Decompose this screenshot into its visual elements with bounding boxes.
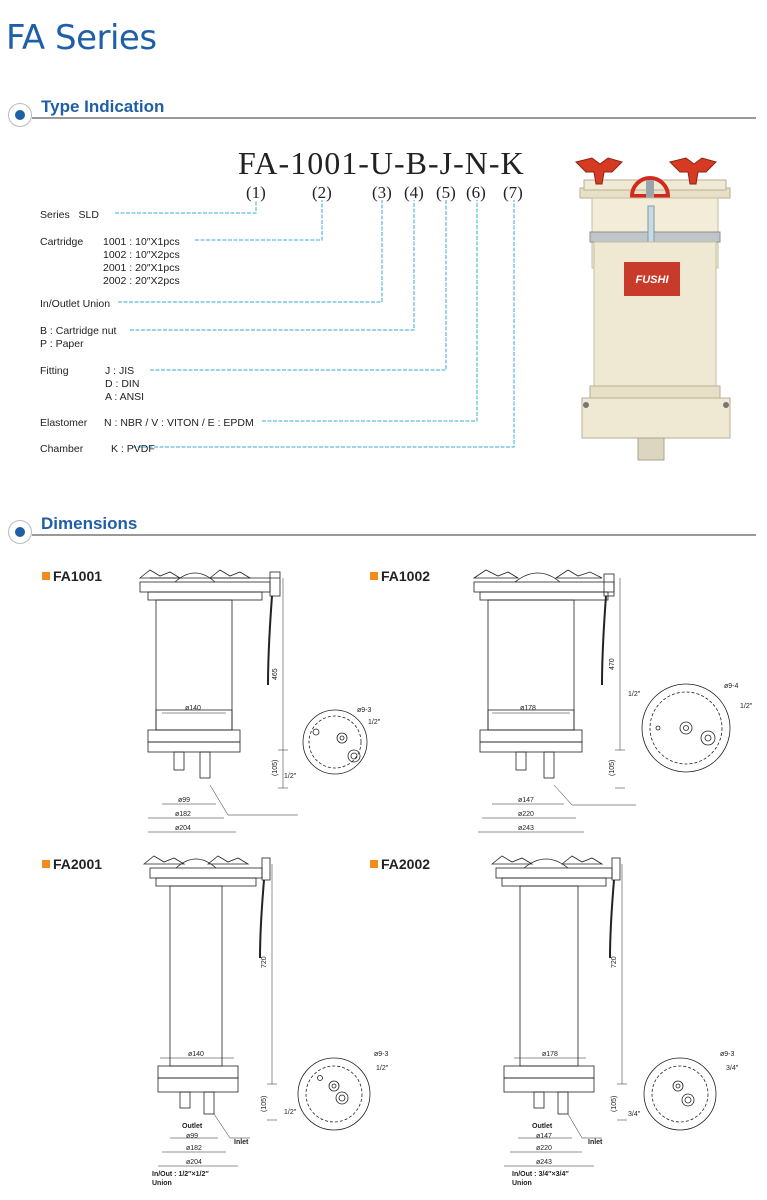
index-7: (7)	[503, 183, 523, 202]
fa1001-top-view: ø9-3 1/2″ 1/2″	[284, 707, 381, 780]
fa2001-top-view: ø9-3 1/2″ 1/2″	[284, 1051, 389, 1131]
dimensions-heading: Dimensions	[41, 514, 138, 533]
fitting-option: J : JIS	[105, 365, 135, 377]
cartridge-option: 2001 : 20″X1pcs	[103, 262, 180, 274]
dimension-label: 1/2″	[740, 703, 753, 710]
dimension-label: 1/2″	[284, 1109, 297, 1116]
cartridge-option: 2002 : 20″X2pcs	[103, 275, 180, 287]
dimension-label: ø220	[518, 811, 534, 818]
dimension-label: In/Out : 1/2″×1/2″	[152, 1171, 209, 1178]
dimension-label: (105)	[611, 1096, 618, 1112]
dimension-label: ø204	[186, 1159, 202, 1166]
orange-square-icon	[370, 572, 378, 580]
dimension-label: (105)	[272, 760, 279, 776]
fa1002-drawing: ø178 470 (105) ø147 ø220 ø243	[472, 569, 636, 833]
orange-square-icon	[42, 860, 50, 868]
cartridge-option: 1002 : 10″X2pcs	[103, 249, 180, 261]
series-label: Series SLD	[40, 209, 99, 221]
dimension-label: ø178	[520, 705, 536, 712]
dimension-label: Inlet	[588, 1139, 603, 1146]
fa1002-top-view: ø9-4 1/2″ 1/2″	[628, 683, 753, 773]
cartridge-label: Cartridge	[40, 236, 84, 248]
dimension-label: ø243	[536, 1159, 552, 1166]
dimensions-header: Dimensions	[8, 514, 756, 544]
index-1: (1)	[246, 183, 266, 202]
dimension-label: ø9-4	[724, 683, 739, 690]
dimension-label: (105)	[261, 1096, 268, 1112]
type-indication-heading: Type Indication	[41, 97, 165, 116]
dimension-label: (105)	[609, 760, 616, 776]
dimension-label: ø140	[188, 1051, 204, 1058]
union-label: In/Outlet Union	[40, 298, 111, 310]
dimension-label: ø9-3	[357, 707, 372, 714]
dimension-label: Outlet	[182, 1123, 203, 1130]
dimension-label: 1/2″	[284, 773, 297, 780]
dimension-label: ø182	[175, 811, 191, 818]
chamber-value: K : PVDF	[111, 443, 155, 455]
dimension-label: ø243	[518, 825, 534, 832]
model-code: FA-1001-U-B-J-N-K	[238, 145, 525, 181]
dimension-label: ø9-3	[720, 1051, 735, 1058]
elastomer-value: N : NBR / V : VITON / E : EPDM	[104, 417, 254, 429]
section-divider	[32, 117, 756, 119]
photo-logo: FUSHI	[636, 274, 670, 286]
dimension-label: In/Out : 3/4″×3/4″	[512, 1171, 569, 1178]
index-5: (5)	[436, 183, 456, 202]
dimension-label: 3/4″	[726, 1065, 739, 1072]
dimension-label: ø204	[175, 825, 191, 832]
fa2002-drawing: ø178 720 (105) Outlet Inlet ø147 ø220 ø2…	[490, 855, 627, 1187]
section-bullet-icon	[8, 520, 32, 544]
fa1001-drawing: ø140 465 (105) ø99 ø182 ø204	[138, 569, 298, 833]
dimension-label: 3/4″	[628, 1111, 641, 1118]
fitting-label: Fitting	[40, 365, 69, 377]
section-divider	[32, 534, 756, 536]
orange-square-icon	[42, 572, 50, 580]
orange-square-icon	[370, 860, 378, 868]
dimension-label: 1/2″	[368, 719, 381, 726]
index-6: (6)	[466, 183, 486, 202]
nut-option: B : Cartridge nut	[40, 325, 117, 337]
dimension-label: Union	[512, 1180, 532, 1187]
dimension-label: 465	[272, 668, 279, 680]
fitting-option: D : DIN	[105, 378, 140, 390]
fitting-option: A : ANSI	[105, 391, 145, 403]
chamber-label: Chamber	[40, 443, 84, 455]
dimension-label: 720	[611, 956, 618, 968]
dimension-label: 1/2″	[628, 691, 641, 698]
leader-lines	[115, 200, 515, 448]
fa2001-drawing: ø140 720 (105) Outlet Inlet ø99 ø182 ø20…	[142, 855, 277, 1187]
model-tag: FA1001	[42, 568, 102, 584]
dimension-label: ø182	[186, 1145, 202, 1152]
section-bullet-icon	[8, 103, 32, 127]
dimension-label: Inlet	[234, 1139, 249, 1146]
model-tag: FA2002	[370, 856, 430, 872]
dimension-label: 470	[609, 658, 616, 670]
fa2002-top-view: ø9-3 3/4″ 3/4″	[628, 1051, 739, 1131]
model-tag: FA2001	[42, 856, 102, 872]
dimension-label: ø220	[536, 1145, 552, 1152]
dimension-label: 720	[261, 956, 268, 968]
dimension-label: ø178	[542, 1051, 558, 1058]
index-4: (4)	[404, 183, 424, 202]
dimension-label: 1/2″	[376, 1065, 389, 1072]
dimension-label: Union	[152, 1180, 172, 1187]
model-tag: FA1002	[370, 568, 430, 584]
dimension-label: ø140	[185, 705, 201, 712]
elastomer-label: Elastomer	[40, 417, 88, 429]
index-2: (2)	[312, 183, 332, 202]
filter-product-photo: FUSHI	[575, 157, 731, 461]
index-3: (3)	[372, 183, 392, 202]
type-indication-header: Type Indication	[8, 97, 756, 127]
nut-option: P : Paper	[40, 338, 84, 350]
cartridge-option: 1001 : 10″X1pcs	[103, 236, 180, 248]
dimension-label: ø9-3	[374, 1051, 389, 1058]
page-title: FA Series	[6, 18, 157, 58]
dimension-label: ø147	[518, 797, 534, 804]
dimension-label: Outlet	[532, 1123, 553, 1130]
dimension-label: ø99	[178, 797, 190, 804]
dimension-label: ø99	[186, 1133, 198, 1140]
dimension-label: ø147	[536, 1133, 552, 1140]
